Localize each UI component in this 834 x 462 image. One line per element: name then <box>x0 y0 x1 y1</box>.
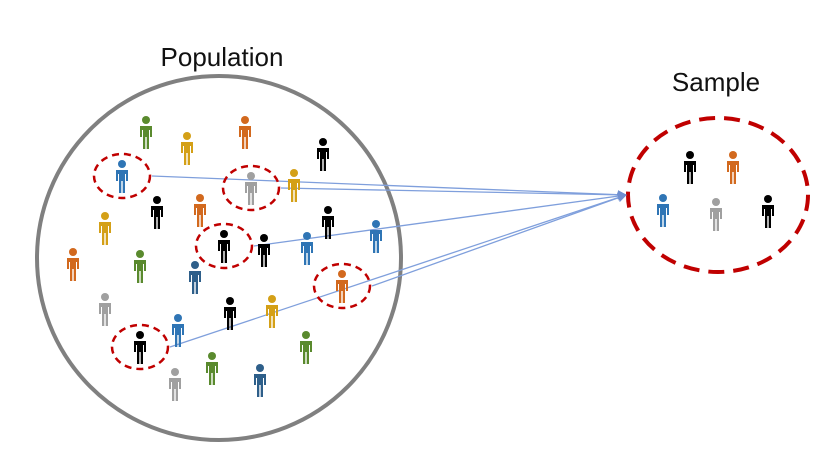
person-icon <box>181 132 193 165</box>
person-icon <box>99 212 111 245</box>
person-icon <box>762 195 774 228</box>
person-icon <box>727 151 739 184</box>
person-icon <box>99 293 111 326</box>
population-people <box>67 116 382 401</box>
selection-rings <box>92 152 372 371</box>
person-icon <box>206 352 218 385</box>
person-icon <box>189 261 201 294</box>
sample-label: Sample <box>672 67 760 97</box>
person-icon <box>67 248 79 281</box>
person-icon <box>266 295 278 328</box>
selection-ring <box>221 164 281 212</box>
person-icon <box>218 230 230 263</box>
sampling-arrow <box>151 175 627 200</box>
person-icon <box>300 331 312 364</box>
sampling-arrow <box>169 193 627 348</box>
person-icon <box>224 297 236 330</box>
person-icon <box>336 270 348 303</box>
person-icon <box>169 368 181 401</box>
person-icon <box>288 169 300 202</box>
sample-people <box>657 151 774 231</box>
selection-ring <box>312 262 372 310</box>
population-label: Population <box>161 42 284 72</box>
person-icon <box>254 364 266 397</box>
selection-ring <box>194 222 254 270</box>
sampling-arrow <box>280 187 627 200</box>
person-icon <box>194 194 206 227</box>
person-icon <box>317 138 329 171</box>
person-icon <box>239 116 251 149</box>
person-icon <box>134 250 146 283</box>
person-icon <box>258 234 270 267</box>
person-icon <box>322 206 334 239</box>
selection-ring <box>110 323 170 371</box>
person-icon <box>370 220 382 253</box>
person-icon <box>151 196 163 229</box>
person-icon <box>116 160 128 193</box>
person-icon <box>134 331 146 364</box>
sample-circle <box>626 116 810 274</box>
sampling-arrow <box>253 191 627 247</box>
person-icon <box>301 232 313 265</box>
person-icon <box>657 194 669 227</box>
person-icon <box>710 198 722 231</box>
person-icon <box>245 172 257 205</box>
person-icon <box>172 314 184 347</box>
population-circle <box>35 74 403 442</box>
sampling-arrows <box>151 175 627 348</box>
selection-ring <box>92 152 152 200</box>
person-icon <box>684 151 696 184</box>
sampling-arrow <box>371 193 627 287</box>
person-icon <box>140 116 152 149</box>
